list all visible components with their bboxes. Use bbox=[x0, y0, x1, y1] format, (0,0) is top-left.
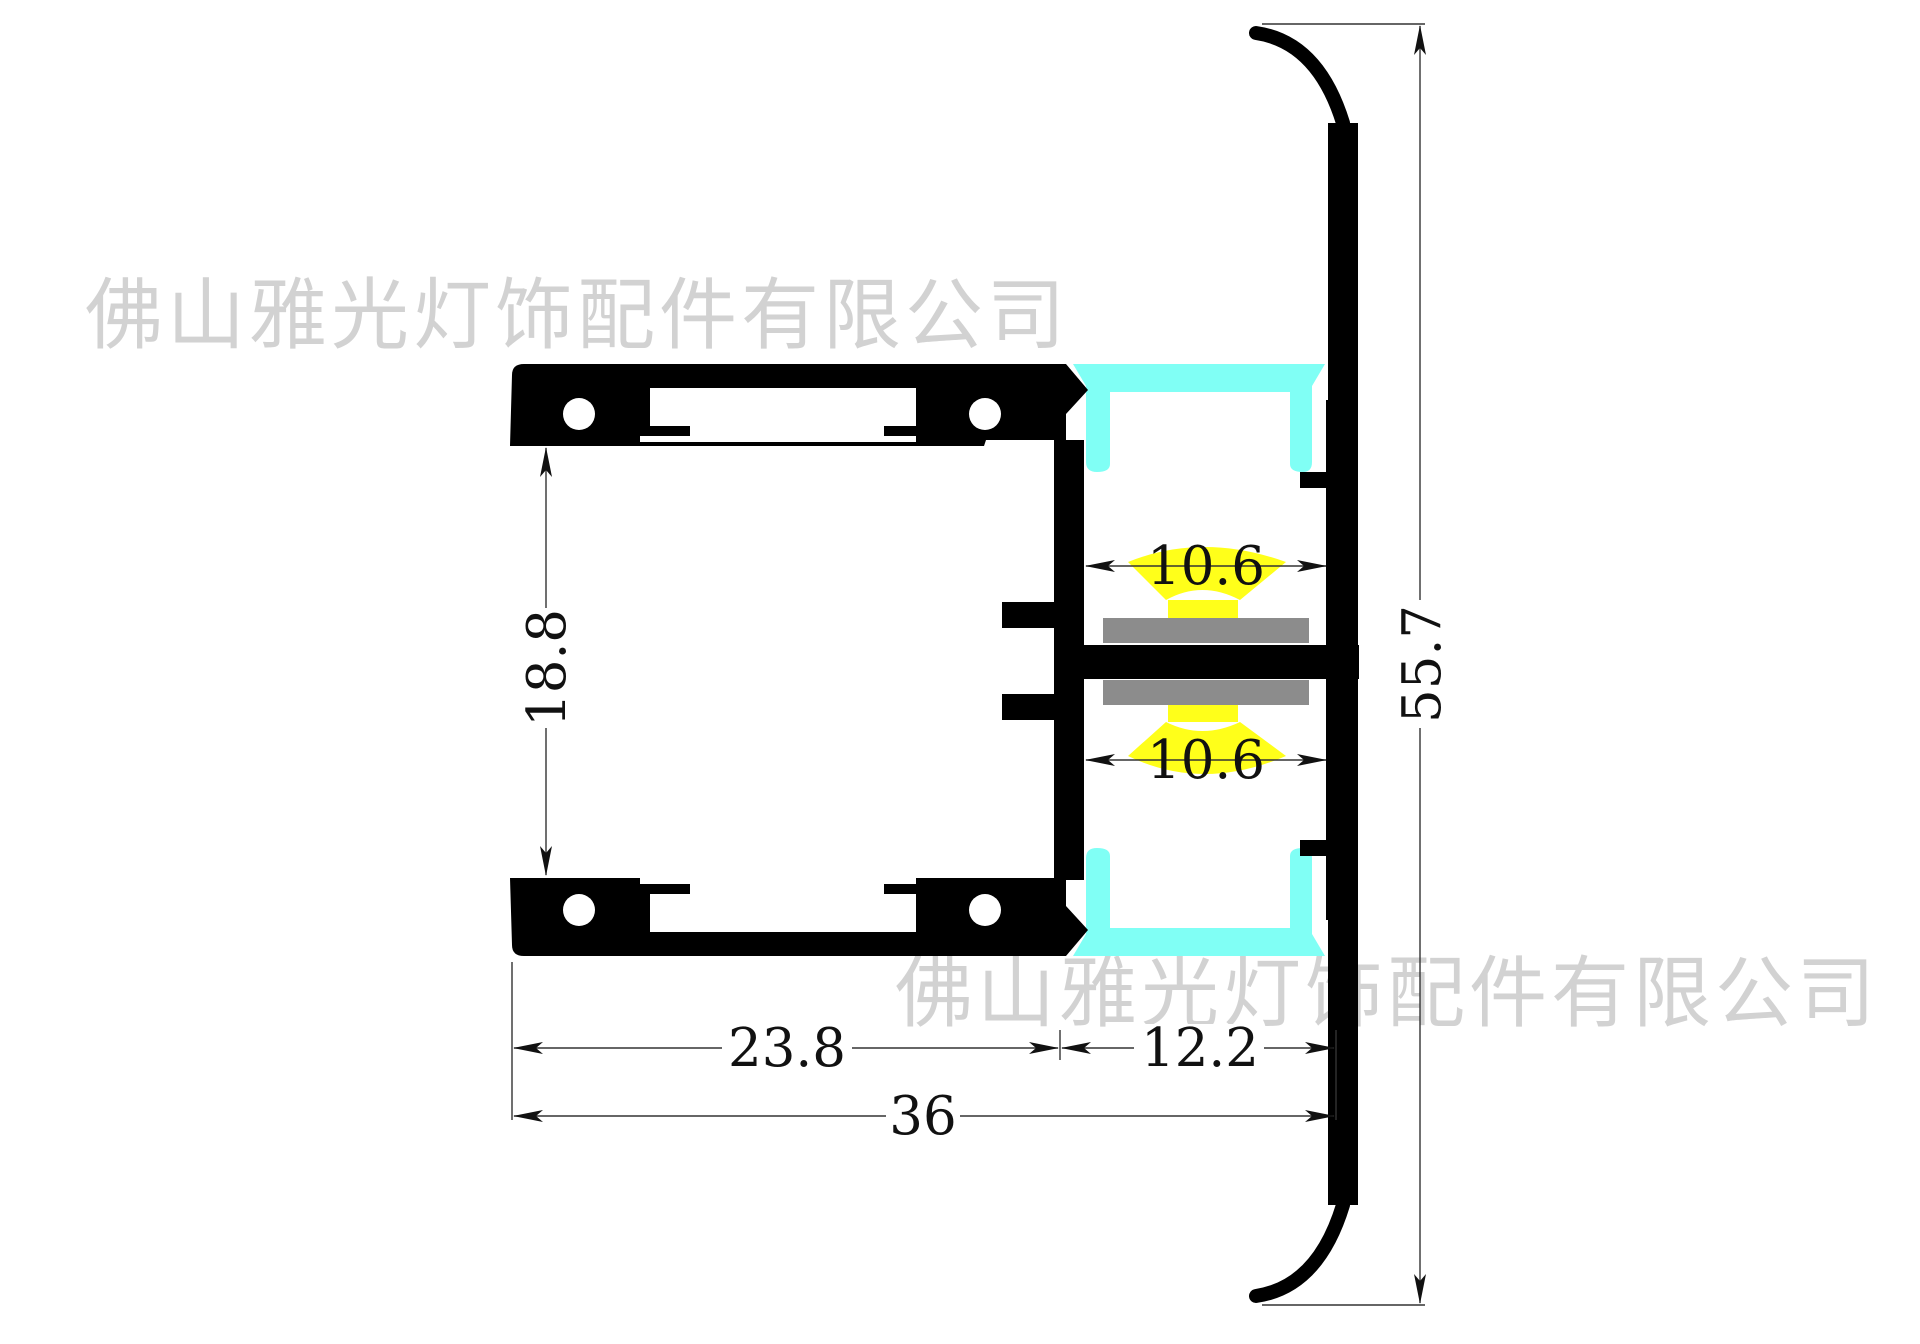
dim-right-width: 12.2 bbox=[1061, 1018, 1335, 1079]
led-board-bottom bbox=[1103, 680, 1309, 705]
dim-total-width-label: 36 bbox=[889, 1086, 956, 1147]
dim-inner-height-label: 18.8 bbox=[517, 609, 578, 727]
dim-right-width-label: 12.2 bbox=[1141, 1018, 1259, 1079]
dim-left-width-label: 23.8 bbox=[728, 1018, 846, 1079]
dim-inner-height: 18.8 bbox=[517, 447, 578, 876]
dim-total-height-label: 55.7 bbox=[1392, 605, 1453, 723]
dim-led-width-top-label: 10.6 bbox=[1147, 536, 1265, 597]
dim-led-width-bottom-label: 10.6 bbox=[1147, 730, 1265, 791]
aluminium-profile bbox=[510, 26, 1359, 1303]
dim-led-width-bottom: 10.6 bbox=[1085, 730, 1327, 791]
diffuser-top bbox=[1073, 364, 1325, 472]
diffuser-bottom bbox=[1073, 848, 1325, 956]
led-board-top bbox=[1103, 618, 1309, 643]
dim-left-width: 23.8 bbox=[513, 1018, 1059, 1079]
dim-total-height: 55.7 bbox=[1262, 23, 1453, 1306]
watermark-bottom: 佛山雅光灯饰配件有限公司 bbox=[895, 949, 1879, 1039]
dim-total-width: 36 bbox=[513, 1086, 1335, 1147]
watermark-top: 佛山雅光灯饰配件有限公司 bbox=[85, 271, 1069, 361]
dim-led-width-top: 10.6 bbox=[1085, 536, 1327, 597]
